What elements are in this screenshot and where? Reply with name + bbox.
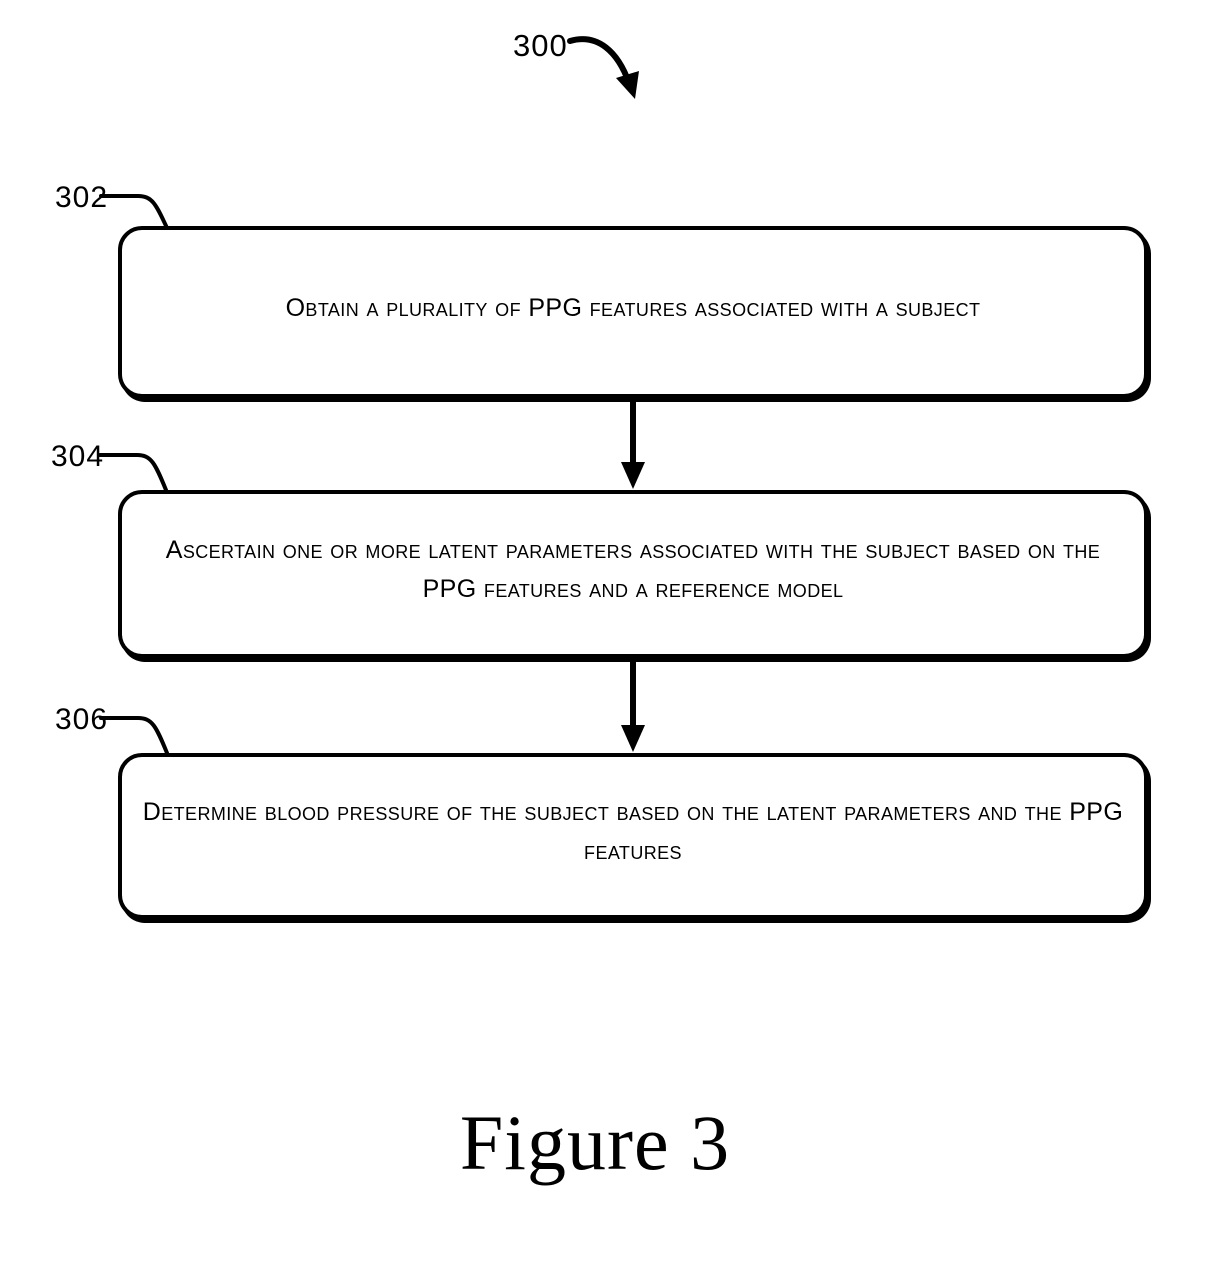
step-reference-306: 306 xyxy=(55,703,109,736)
leader-line-302 xyxy=(99,194,169,230)
flowchart-step-304: Ascertain one or more latent parameters … xyxy=(118,490,1148,658)
flow-arrow-304-306 xyxy=(621,660,645,752)
figure-reference-label: 300 xyxy=(513,28,568,63)
figure-caption: Figure 3 xyxy=(459,1099,731,1186)
leader-line-306 xyxy=(99,716,169,755)
leader-line-304 xyxy=(98,453,168,492)
step-reference-302: 302 xyxy=(55,181,109,214)
flowchart-step-306: Determine blood pressure of the subject … xyxy=(118,753,1148,919)
flowchart-step-302: Obtain a plurality of PPG features assoc… xyxy=(118,226,1148,398)
step-reference-304: 304 xyxy=(51,440,105,473)
flow-arrow-302-304 xyxy=(621,400,645,489)
figure-reference-arrow xyxy=(567,36,639,99)
